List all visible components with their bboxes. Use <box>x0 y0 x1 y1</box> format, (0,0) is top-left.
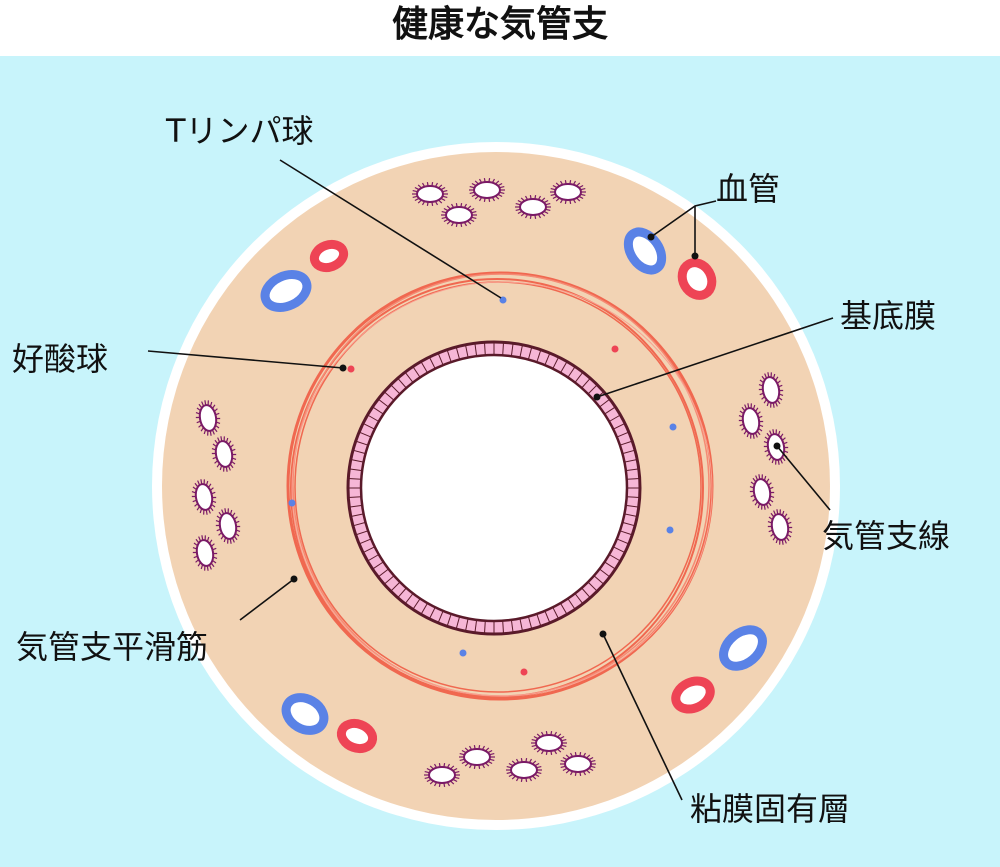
artery <box>309 239 349 273</box>
vein <box>281 693 329 735</box>
gland <box>749 474 775 510</box>
artery <box>336 718 378 754</box>
t-lymphocyte-dot <box>288 499 296 507</box>
gland <box>441 202 477 228</box>
bronchial-glands <box>191 177 793 788</box>
gland <box>531 730 567 756</box>
gland <box>211 436 237 472</box>
smooth-muscle-layer <box>286 271 714 701</box>
gland <box>195 400 221 436</box>
t-lymphocyte-dot <box>499 296 507 304</box>
label-blood-vessel: 血管 <box>716 170 780 208</box>
vein <box>260 270 312 312</box>
vein <box>623 227 667 275</box>
label-bronchial-gland: 気管支線 <box>822 517 950 555</box>
airway-lumen <box>359 353 629 623</box>
label-basement-membrane: 基底膜 <box>840 297 936 335</box>
gland <box>215 508 241 544</box>
gland <box>424 762 460 788</box>
artery <box>671 676 715 714</box>
gland <box>550 179 586 205</box>
gland <box>191 479 217 515</box>
gland <box>758 372 784 408</box>
vein <box>719 625 767 671</box>
immune-cells <box>288 296 677 676</box>
gland <box>469 177 505 203</box>
gland <box>459 744 495 770</box>
t-lymphocyte-dot <box>459 649 467 657</box>
t-lymphocyte-dot <box>666 526 674 534</box>
label-t-lymphocyte: Tリンパ球 <box>165 112 314 150</box>
eosinophil-dot <box>347 365 355 373</box>
blood-vessels <box>260 227 767 754</box>
artery <box>677 258 717 300</box>
gland <box>560 751 596 777</box>
title-band <box>0 0 1000 56</box>
diagram-title: 健康な気管支 <box>392 3 608 45</box>
t-lymphocyte-dot <box>669 423 677 431</box>
gland <box>192 535 218 571</box>
leader-lines <box>147 159 834 801</box>
gland <box>738 403 764 439</box>
gland <box>767 509 793 545</box>
label-lamina-propria: 粘膜固有層 <box>690 790 850 828</box>
label-bronchial-smooth-muscle: 気管支平滑筋 <box>16 628 208 666</box>
gland <box>412 181 448 207</box>
epithelium-cell-ticks <box>348 342 640 634</box>
eosinophil-dot <box>611 345 619 353</box>
leader-endpoints <box>290 233 781 638</box>
eosinophil-dot <box>520 668 528 676</box>
gland <box>506 757 542 783</box>
label-eosinophil: 好酸球 <box>12 340 108 378</box>
gland <box>515 194 551 220</box>
